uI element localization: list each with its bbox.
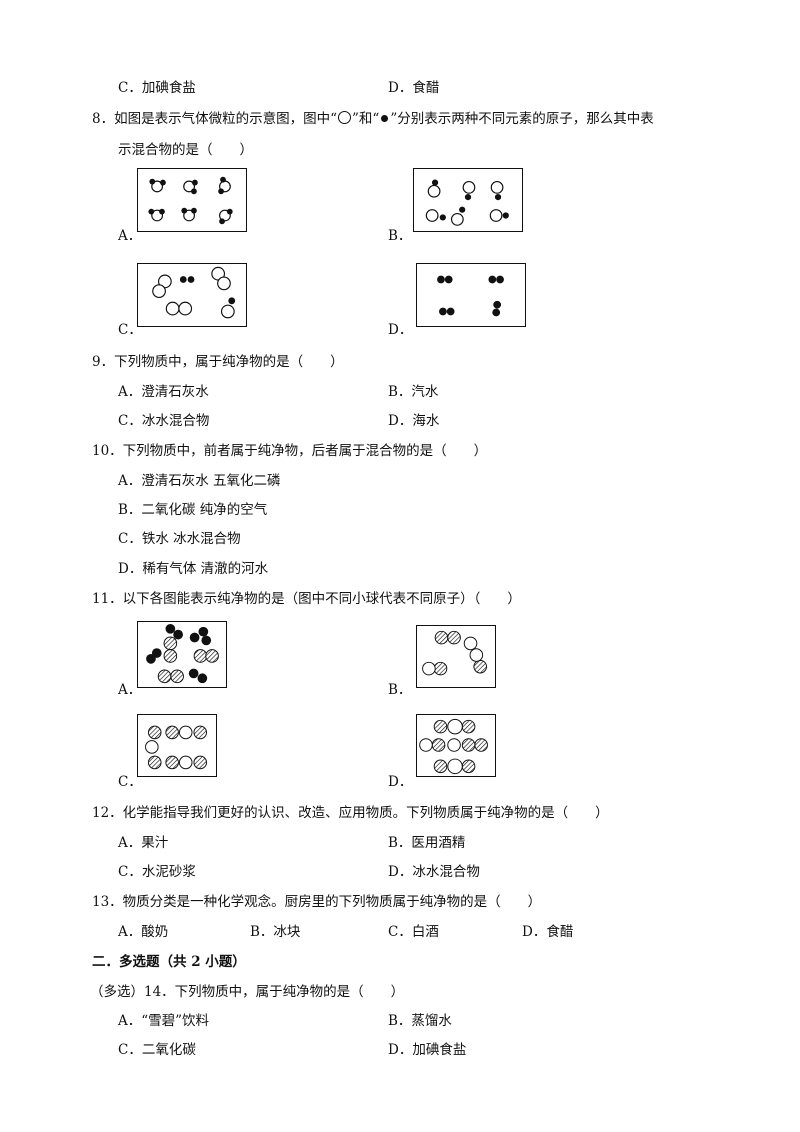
q12-option-b: B．医用酒精: [388, 835, 466, 851]
q8-diagram-d: [416, 263, 526, 327]
q10-option-d: D．稀有气体 清澈的河水: [118, 561, 269, 577]
q12-option-c: C．水泥砂浆: [118, 864, 196, 880]
white-atom-icon: [338, 111, 351, 124]
q8-diagram-a: [137, 168, 247, 232]
q8-label-b: B．: [388, 228, 412, 244]
q11-label-a: A．: [118, 682, 142, 698]
q14-option-d: D．加碘食盐: [388, 1042, 467, 1058]
q13-stem: 13．物质分类是一种化学观念。厨房里的下列物质属于纯净物的是（ ）: [92, 894, 542, 910]
q12-option-a: A．果汁: [118, 835, 169, 851]
q12-option-d: D．冰水混合物: [388, 864, 480, 880]
q11-label-d: D．: [388, 774, 413, 790]
q13-option-a: A．酸奶: [118, 924, 169, 940]
q10-option-c: C．铁水 冰水混合物: [118, 531, 241, 547]
q8-label-c: C．: [118, 322, 142, 338]
q8-label-a: A．: [118, 228, 142, 244]
q9-stem: 9．下列物质中，属于纯净物的是（ ）: [92, 354, 344, 370]
q14-option-a: A．“雪碧”饮料: [118, 1013, 210, 1029]
section-title: 二．多选题（共 2 小题）: [92, 954, 246, 970]
q11-diagram-c: [137, 714, 217, 777]
q10-option-b: B．二氧化碳 纯净的空气: [118, 502, 268, 518]
q11-stem: 11．以下各图能表示纯净物的是（图中不同小球代表不同原子）（ ）: [92, 591, 521, 607]
q13-option-c: C．白酒: [388, 924, 439, 940]
q7-option-c: C．加碘食盐: [118, 80, 196, 96]
q11-diagram-b: [416, 625, 496, 688]
q8-label-d: D．: [388, 322, 413, 338]
q8-stem-line2: 示混合物的是（ ）: [118, 142, 253, 158]
q13-option-b: B．冰块: [250, 924, 301, 940]
q9-option-c: C．冰水混合物: [118, 413, 210, 429]
q11-diagram-d: [416, 714, 496, 777]
q14-stem: （多选）14．下列物质中，属于纯净物的是（ ）: [90, 984, 405, 1000]
q13-option-d: D．食醋: [522, 924, 574, 940]
q7-option-d: D．食醋: [388, 80, 440, 96]
black-atom-icon: [381, 115, 389, 122]
q11-label-b: B．: [388, 682, 412, 698]
q8-diagram-c: [137, 263, 247, 327]
q14-option-c: C．二氧化碳: [118, 1042, 196, 1058]
q10-stem: 10．下列物质中，前者属于纯净物，后者属于混合物的是（ ）: [92, 443, 488, 459]
q11-diagram-a: [137, 621, 227, 688]
q9-option-d: D．海水: [388, 413, 440, 429]
q8-stem: 8．如图是表示气体微粒的示意图，图中“”和“”分别表示两种不同元素的原子，那么其…: [92, 111, 654, 127]
q11-label-c: C．: [118, 774, 142, 790]
q9-option-b: B．汽水: [388, 384, 439, 400]
q9-option-a: A．澄清石灰水: [118, 384, 209, 400]
q8-diagram-b: [413, 168, 523, 232]
q12-stem: 12．化学能指导我们更好的认识、改造、应用物质。下列物质属于纯净物的是（ ）: [92, 805, 609, 821]
q14-option-b: B．蒸馏水: [388, 1013, 452, 1029]
q10-option-a: A．澄清石灰水 五氧化二磷: [118, 473, 281, 489]
